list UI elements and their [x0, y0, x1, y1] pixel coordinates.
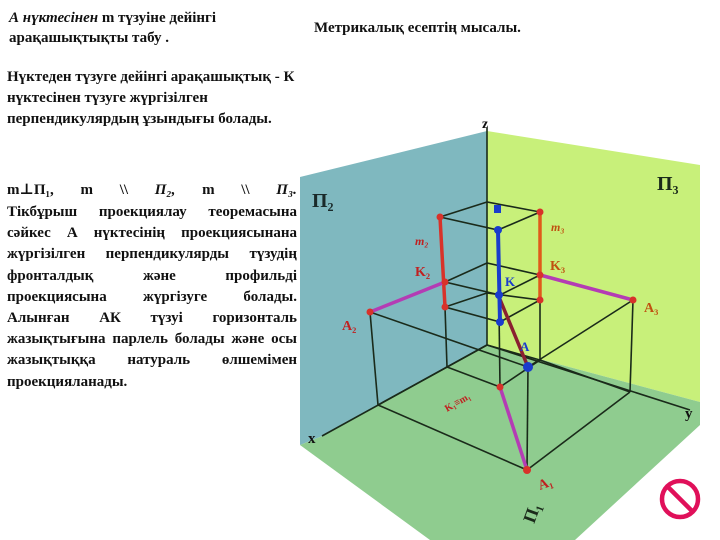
label-a1: A₁	[536, 475, 555, 494]
slide-heading: Метрикалық есептің мысалы.	[314, 20, 521, 36]
label-k3: K₃	[550, 259, 565, 274]
no-entry-icon[interactable]	[659, 478, 701, 520]
label-y: y	[685, 406, 693, 422]
frontal-plane	[300, 131, 487, 445]
label-x: x	[308, 431, 316, 447]
label-p3: П₃	[657, 173, 679, 195]
label-m2: m₂	[415, 234, 429, 248]
relation-token: П₂,	[154, 182, 176, 198]
relation-token: m	[80, 182, 94, 198]
relation-token: П₃.	[276, 182, 297, 198]
label-k: K	[505, 274, 516, 289]
relation-token: \\	[241, 182, 250, 198]
explanation-text: Тікбұрыш проекциялау теоремасына сәйкес …	[7, 204, 297, 390]
relation-token: m	[202, 182, 215, 198]
relation-token: \\	[119, 182, 129, 198]
label-a: A	[520, 339, 530, 354]
title-italic: А нүктесінен	[9, 10, 99, 26]
label-p2: П₂	[312, 190, 334, 212]
points	[366, 205, 637, 474]
definition-text: Нүктеден түзуге дейінгі арақашықтық - К …	[7, 69, 295, 127]
label-k2: K₂	[415, 265, 430, 280]
label-a2: A₂	[342, 319, 356, 334]
title-rest: m түзуіне дейінгі арақашықтықты табу .	[9, 10, 217, 46]
task-title: А нүктесінен m түзуіне дейінгі арақашықт…	[9, 8, 269, 48]
projection-lines	[368, 210, 635, 472]
label-m3: m₃	[551, 220, 565, 234]
label-z: z	[482, 117, 488, 132]
relation-token: m⊥П₁,	[7, 182, 54, 198]
relations-line: m⊥П₁, m \\ П₂, m \\ П₃.	[7, 180, 297, 200]
label-a3: A₃	[644, 301, 658, 316]
